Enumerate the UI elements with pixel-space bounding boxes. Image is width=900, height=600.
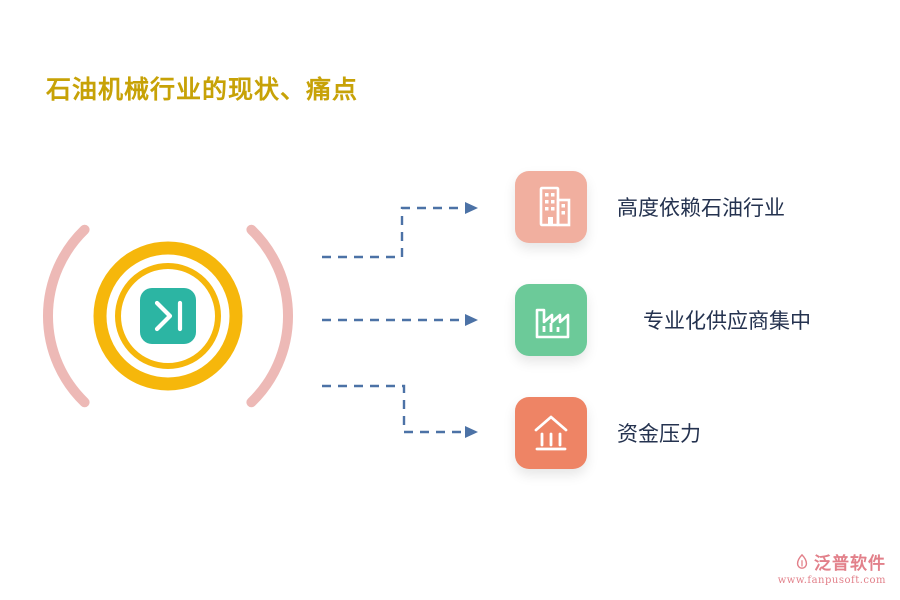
building-icon-glyph [539, 186, 571, 227]
brand-name: 泛普软件 [814, 554, 886, 574]
pain-point-item: 高度依赖石油行业 [515, 171, 895, 243]
pain-point-item: 资金压力 [515, 397, 895, 469]
building-icon [515, 171, 587, 243]
inner-ring [115, 263, 221, 369]
page-title: 石油机械行业的现状、痛点 [46, 75, 359, 104]
brand-watermark: 泛普软件 www.fanpusoft.com [778, 549, 886, 586]
factory-icon-glyph [535, 308, 570, 339]
pain-point-label: 专业化供应商集中 [643, 309, 811, 333]
bank-icon [515, 397, 587, 469]
pain-point-label: 高度依赖石油行业 [617, 196, 785, 220]
brand-website: www.fanpusoft.com [777, 575, 886, 586]
factory-icon [515, 284, 587, 356]
pain-point-item: 专业化供应商集中 [515, 284, 895, 356]
outer-ring [93, 241, 243, 391]
bank-icon-glyph [534, 415, 568, 451]
step-forward-icon [154, 300, 183, 332]
arrow-top [322, 202, 478, 259]
arrow-middle [322, 314, 478, 326]
left-parenthesis-arc [42, 224, 90, 408]
pain-point-label: 资金压力 [617, 422, 701, 446]
arrow-bottom [322, 384, 478, 438]
fanpu-logo-icon [796, 553, 808, 569]
right-parenthesis-arc [246, 224, 294, 408]
